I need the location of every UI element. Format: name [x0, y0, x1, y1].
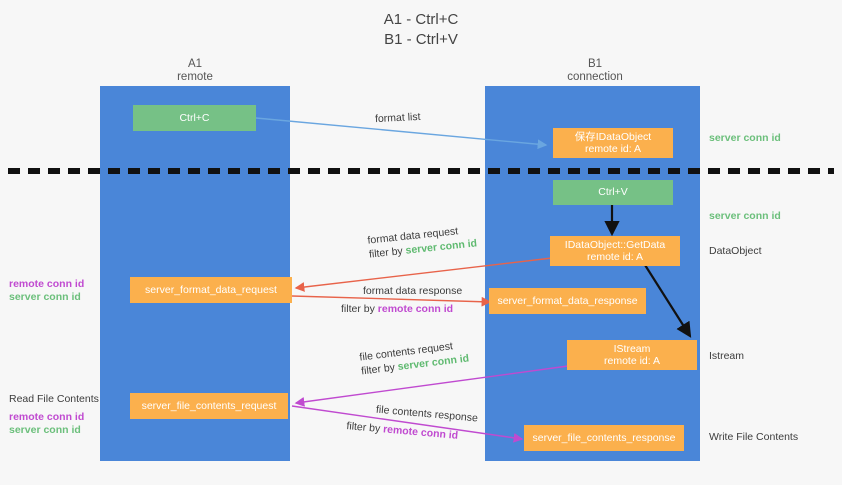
title-line-2: B1 - Ctrl+V [384, 31, 458, 48]
box-server-file-contents-response-label: server_file_contents_response [532, 431, 676, 444]
edge-label-format-data-response: format data response filter by remote co… [341, 284, 463, 316]
filter-prefix: filter by [345, 420, 384, 436]
note-dataobject: DataObject [709, 245, 762, 257]
arrow-file-contents-request [294, 365, 569, 407]
arrow-file-contents-response [291, 405, 524, 443]
box-idataobject-getdata-line1: IDataObject::GetData [564, 238, 666, 251]
edge-label-format-list: format list [375, 110, 421, 126]
column-b1-name: B1 [587, 58, 603, 70]
filter-prefix: filter by [368, 244, 407, 261]
title-line-1: A1 - Ctrl+C [383, 11, 459, 28]
box-server-file-contents-request[interactable]: server_file_contents_request [130, 393, 288, 419]
note-istream: Istream [709, 350, 745, 362]
box-ctrl-c-label: Ctrl+C [179, 111, 210, 124]
box-idataobject-getdata-line2: remote id: A [586, 251, 644, 263]
box-server-file-contents-request-label: server_file_contents_request [141, 399, 277, 412]
edge-label-format-data-response-line2: filter by remote conn id [341, 302, 462, 316]
note-server-conn-id-top: server conn id [709, 132, 781, 144]
edge-label-format-list-text: format list [374, 110, 421, 126]
box-istream-line2: remote id: A [603, 355, 661, 367]
column-header-b1: B1 connection [520, 58, 670, 84]
column-header-a1: A1 remote [120, 58, 270, 84]
box-server-format-data-response-label: server_format_data_response [497, 294, 638, 307]
box-ctrl-c[interactable]: Ctrl+C [133, 105, 256, 131]
box-server-file-contents-response[interactable]: server_file_contents_response [524, 425, 684, 451]
box-save-idataobject-line1: 保存IDataObject [574, 130, 652, 143]
note-server-conn-id-lower: server conn id [9, 424, 81, 436]
box-server-format-data-request-label: server_format_data_request [145, 283, 277, 296]
box-ctrl-v-label: Ctrl+V [598, 186, 628, 199]
column-a1-name: A1 [187, 58, 203, 70]
note-server-conn-id-upper: server conn id [9, 291, 81, 303]
arrow-getdata-to-istream [644, 264, 692, 338]
box-idataobject-getdata[interactable]: IDataObject::GetData remote id: A [550, 236, 680, 266]
box-istream-line1: IStream [613, 342, 651, 355]
dashed-divider [8, 168, 834, 174]
note-remote-conn-id-upper: remote conn id [9, 278, 85, 290]
box-server-format-data-request[interactable]: server_format_data_request [130, 277, 292, 303]
note-write-file-contents: Write File Contents [709, 431, 799, 443]
box-ctrl-v[interactable]: Ctrl+V [553, 180, 673, 205]
column-a1-sub: remote [177, 71, 213, 83]
arrow-format-list [255, 117, 548, 150]
box-istream[interactable]: IStream remote id: A [567, 340, 697, 370]
arrow-format-data-response [291, 295, 492, 307]
column-b1-sub: connection [567, 71, 623, 83]
box-server-format-data-response[interactable]: server_format_data_response [489, 288, 646, 314]
filter-value-remote-conn-id: remote conn id [377, 303, 454, 315]
filter-prefix: filter by [341, 303, 378, 315]
arrow-format-data-request [294, 257, 553, 292]
note-read-file-contents: Read File Contents [9, 393, 99, 405]
box-save-idataobject-line2: remote id: A [584, 143, 642, 155]
page-title: A1 - Ctrl+C B1 - Ctrl+V [0, 10, 842, 50]
edge-label-format-data-response-line1: format data response [363, 285, 463, 297]
note-remote-conn-id-lower: remote conn id [9, 411, 85, 423]
box-save-idataobject[interactable]: 保存IDataObject remote id: A [553, 128, 673, 158]
note-server-conn-id-second: server conn id [709, 210, 781, 222]
